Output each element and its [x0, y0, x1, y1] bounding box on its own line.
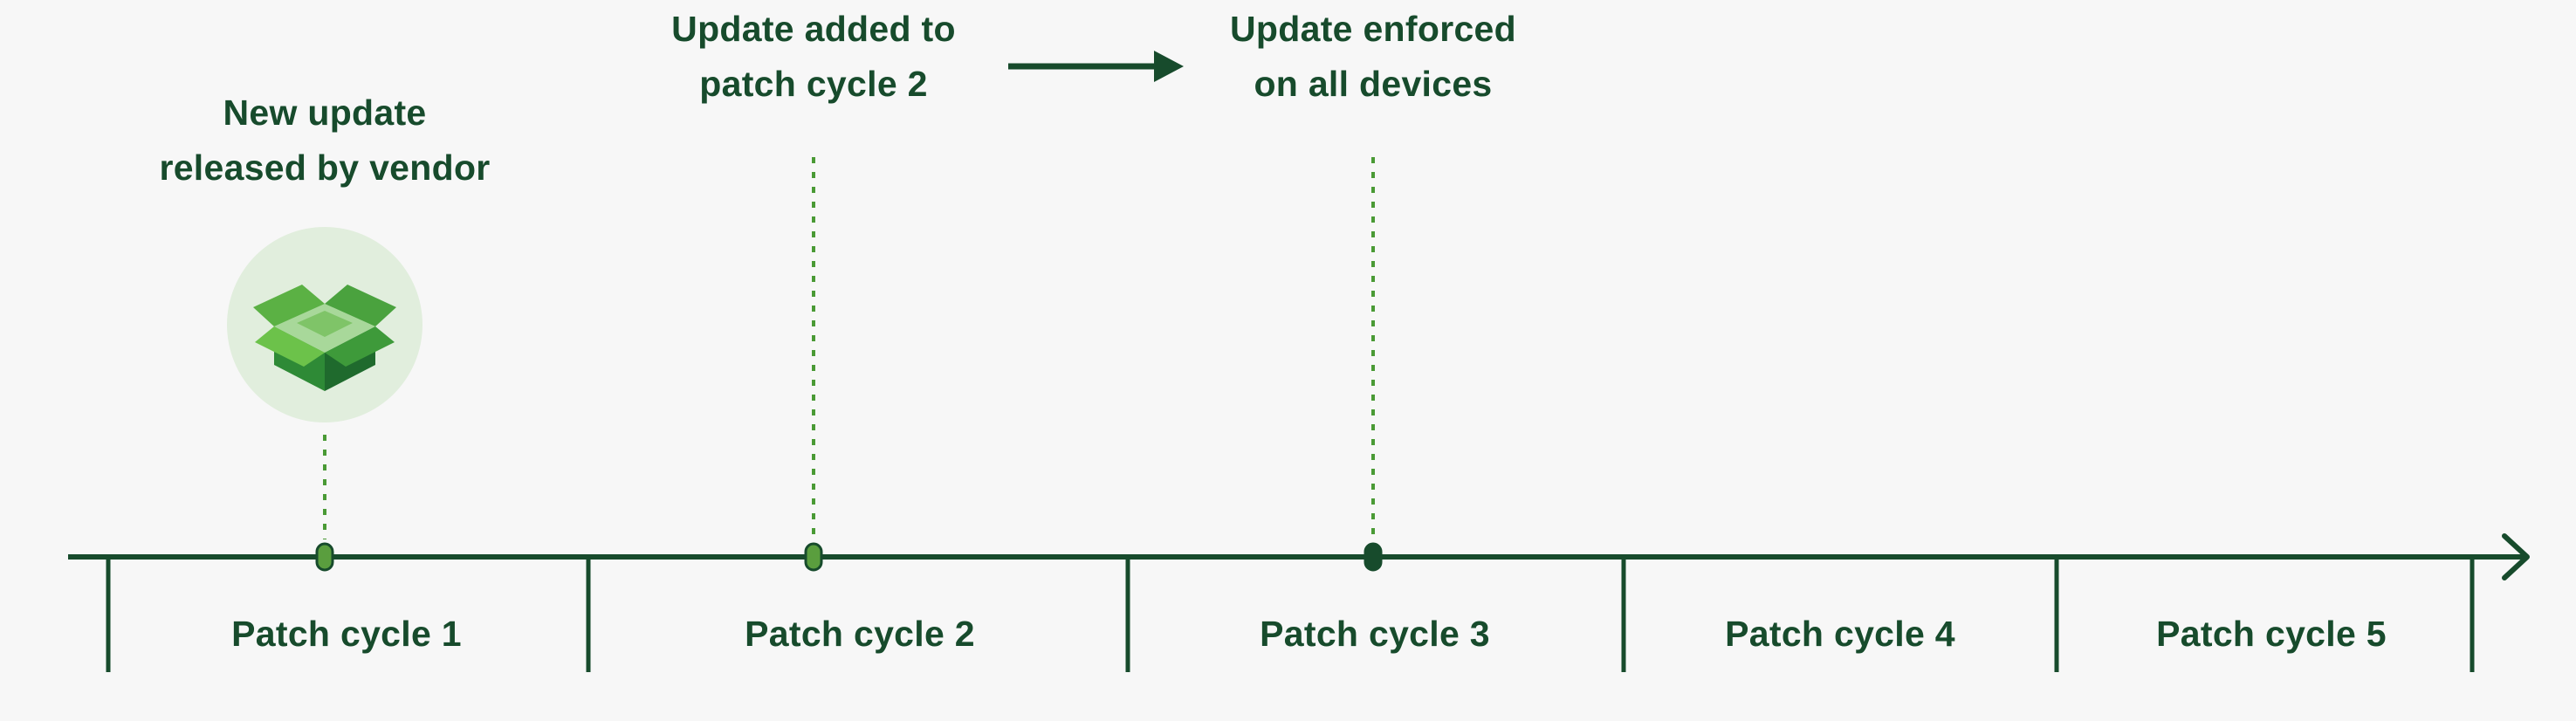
- cycle-label-5: Patch cycle 5: [2156, 614, 2387, 654]
- event-label-enforced: Update enforced on all devices: [1230, 2, 1516, 112]
- timeline-arrowhead-icon: [2502, 533, 2530, 580]
- event-label-line: New update: [223, 93, 427, 133]
- event-marker-added: [804, 542, 823, 572]
- cycle-label-3: Patch cycle 3: [1260, 614, 1490, 654]
- arrow-right-icon: [1008, 51, 1184, 82]
- event-label-line: on all devices: [1254, 64, 1493, 104]
- event-label-line: Update enforced: [1230, 9, 1516, 49]
- event-marker-enforced: [1364, 542, 1383, 572]
- cycle-label-2: Patch cycle 2: [745, 614, 975, 654]
- cycle-label-4: Patch cycle 4: [1725, 614, 1955, 654]
- event-label-released: New update released by vendor: [159, 86, 490, 196]
- event-label-line: patch cycle 2: [699, 64, 928, 104]
- package-box-icon: [227, 227, 422, 422]
- event-label-line: Update added to: [671, 9, 956, 49]
- event-label-line: released by vendor: [159, 148, 491, 188]
- cycle-label-1: Patch cycle 1: [231, 614, 462, 654]
- event-label-added: Update added to patch cycle 2: [671, 2, 956, 112]
- event-marker-released: [315, 542, 334, 572]
